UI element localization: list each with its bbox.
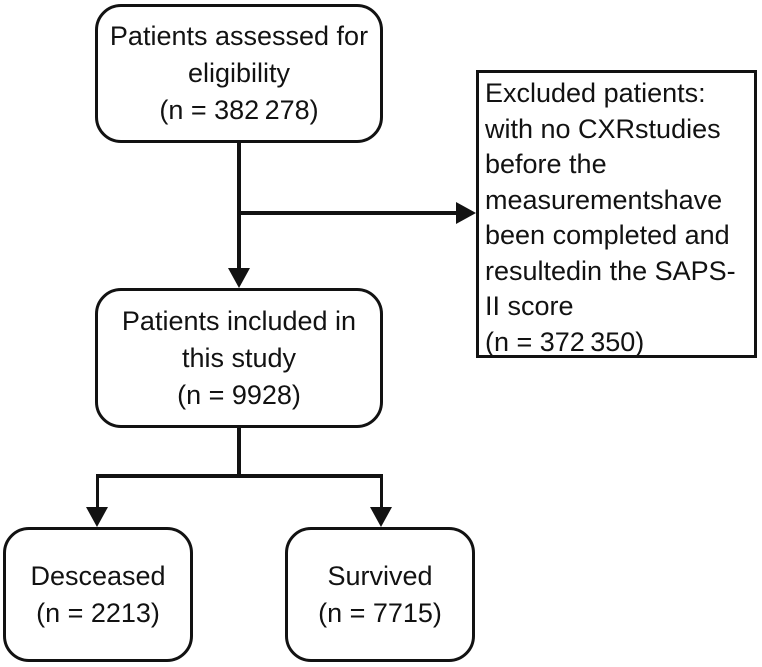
connector-split-horizontal bbox=[95, 474, 383, 478]
arrow-down-icon bbox=[370, 507, 392, 527]
arrow-down-icon bbox=[228, 268, 250, 288]
connector-eligibility-to-included bbox=[237, 141, 241, 273]
connector-split-to-deceased bbox=[95, 474, 99, 509]
node-deceased: Desceased (n = 2213) bbox=[3, 527, 193, 662]
connector-branch-to-excluded bbox=[239, 211, 458, 215]
node-survived: Survived (n = 7715) bbox=[285, 527, 475, 662]
connector-split-to-survived bbox=[379, 474, 383, 509]
node-patients-included-in-study: Patients included in this study (n = 992… bbox=[95, 288, 383, 428]
connector-included-to-split bbox=[237, 426, 241, 477]
arrow-down-icon bbox=[86, 507, 108, 527]
arrow-right-icon bbox=[456, 202, 476, 224]
node-patients-assessed-for-eligibility: Patients assessed for eligibility (n = 3… bbox=[95, 4, 383, 143]
node-excluded-patients: Excluded patients: with no CXRstudies be… bbox=[476, 70, 757, 358]
